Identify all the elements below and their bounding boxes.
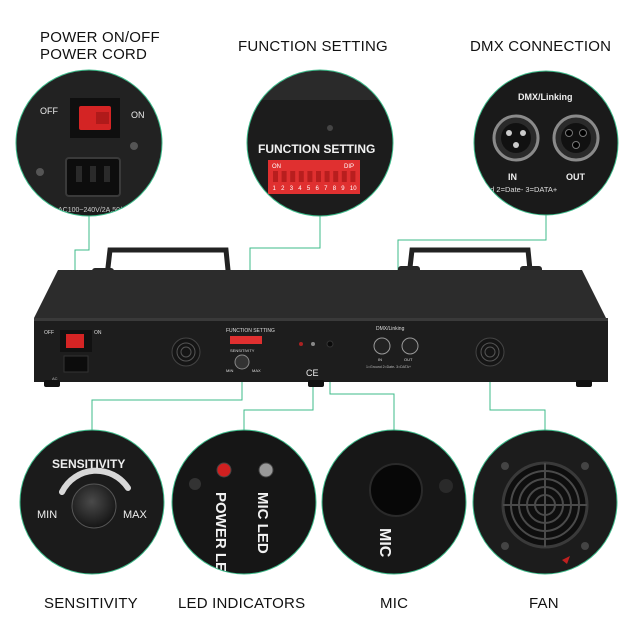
dip-lever bbox=[350, 171, 356, 182]
panel-power-led bbox=[299, 342, 303, 346]
svg-text:DIP: DIP bbox=[344, 164, 354, 170]
svg-text:MAX: MAX bbox=[252, 368, 261, 373]
zoom-dmx-pinout: nd 2=Date- 3=DATA+ bbox=[486, 185, 558, 194]
panel-dmx-text: DMX/Linking bbox=[376, 326, 405, 332]
svg-text:MIN: MIN bbox=[37, 509, 57, 521]
svg-text:IN: IN bbox=[508, 172, 517, 182]
zoom-mic-hole bbox=[369, 463, 423, 517]
device-top bbox=[34, 270, 606, 318]
label-power-on-off: POWER ON/OFF bbox=[40, 29, 160, 46]
panel-sensitivity-text: SENSITIVITY bbox=[230, 348, 255, 353]
dip-number: 3 bbox=[290, 186, 294, 192]
zoom-rating-text: AC100~240V/2A,50/60Hz bbox=[58, 207, 139, 214]
dip-lever bbox=[307, 171, 313, 182]
dip-number: 7 bbox=[324, 186, 328, 192]
panel-off-text: OFF bbox=[44, 330, 54, 336]
svg-text:OUT: OUT bbox=[566, 172, 586, 182]
zoom-led-indicators: MIC LED POWER LE bbox=[172, 430, 316, 574]
laser-device: OFF ON AC FUNCTION SETTING SENSITIVITY M… bbox=[34, 247, 608, 387]
dip-lever bbox=[341, 171, 347, 182]
panel-ac-text: AC bbox=[52, 376, 58, 381]
panel-sensitivity-knob bbox=[234, 354, 250, 370]
dip-number: 5 bbox=[307, 186, 311, 192]
panel-dip-switch bbox=[230, 336, 262, 344]
label-function-setting: FUNCTION SETTING bbox=[238, 38, 388, 55]
panel-mic-hole bbox=[326, 340, 334, 348]
zoom-function-title: FUNCTION SETTING bbox=[258, 142, 375, 156]
zoom-power: OFF ON AC100~240V/2A,50/60Hz bbox=[16, 70, 162, 216]
dip-lever bbox=[290, 171, 296, 182]
label-dmx-connection: DMX CONNECTION bbox=[470, 38, 612, 55]
svg-text:IN: IN bbox=[378, 357, 382, 362]
dip-lever bbox=[298, 171, 304, 182]
power-switch bbox=[66, 334, 84, 348]
zoom-dip-levers bbox=[273, 171, 356, 182]
panel-dmx-out bbox=[401, 337, 419, 355]
zoom-sensitivity-knob bbox=[71, 483, 117, 529]
panel-on-text: ON bbox=[94, 330, 102, 336]
panel-fan-left bbox=[171, 337, 201, 367]
zoom-dmx-title: DMX/Linking bbox=[518, 92, 573, 102]
svg-text:MAX: MAX bbox=[123, 509, 148, 521]
panel-fan-right bbox=[475, 337, 505, 367]
dip-lever bbox=[281, 171, 287, 182]
dip-lever bbox=[333, 171, 339, 182]
label-fan: FAN bbox=[529, 595, 559, 612]
label-sensitivity: SENSITIVITY bbox=[44, 595, 138, 612]
label-power-cord: POWER CORD bbox=[40, 46, 147, 63]
zoom-sensitivity-title: SENSITIVITY bbox=[52, 457, 125, 471]
label-mic: MIC bbox=[380, 595, 409, 612]
dip-number: 10 bbox=[350, 186, 357, 192]
dip-lever bbox=[316, 171, 321, 182]
dip-lever bbox=[273, 171, 278, 182]
zoom-power-led bbox=[216, 462, 232, 478]
panel-ce-mark: CE bbox=[306, 368, 319, 378]
panel-dmx-in bbox=[373, 337, 391, 355]
zoom-dmx: DMX/Linking IN OUT nd 2=Date- 3=DATA+ bbox=[474, 71, 618, 215]
zoom-sensitivity: SENSITIVITY MIN MAX bbox=[20, 430, 164, 574]
dip-number: 9 bbox=[341, 186, 345, 192]
dip-number: 4 bbox=[298, 186, 302, 192]
device-front-panel bbox=[34, 318, 608, 382]
power-inlet bbox=[63, 355, 89, 373]
zoom-on-text: ON bbox=[131, 110, 145, 120]
panel-function-text: FUNCTION SETTING bbox=[226, 328, 275, 334]
zoom-mic-text: MIC bbox=[376, 528, 393, 558]
zoom-fan bbox=[473, 430, 617, 574]
zoom-mic-led bbox=[258, 462, 274, 478]
zoom-dmx-in-connector bbox=[492, 114, 540, 162]
dip-number: 1 bbox=[273, 186, 277, 192]
svg-text:OUT: OUT bbox=[404, 357, 413, 362]
dip-number: 8 bbox=[333, 186, 337, 192]
dip-lever bbox=[324, 171, 330, 182]
zoom-mic: MIC bbox=[322, 430, 466, 574]
zoom-power-led-text: POWER LE bbox=[212, 492, 229, 572]
zoom-mic-led-text: MIC LED bbox=[254, 492, 271, 554]
callout-line-fan bbox=[489, 365, 546, 430]
dip-number: 2 bbox=[281, 186, 285, 192]
label-led-indicators: LED INDICATORS bbox=[178, 595, 306, 612]
svg-text:MIN: MIN bbox=[226, 368, 233, 373]
dip-number: 6 bbox=[316, 186, 320, 192]
zoom-dmx-out-connector bbox=[552, 114, 600, 162]
panel-pinout-text: 1=Ground 2=Date- 3=DATA+ bbox=[366, 365, 411, 369]
panel-mic-led bbox=[311, 342, 315, 346]
svg-text:ON: ON bbox=[272, 164, 281, 170]
zoom-off-text: OFF bbox=[40, 106, 58, 116]
